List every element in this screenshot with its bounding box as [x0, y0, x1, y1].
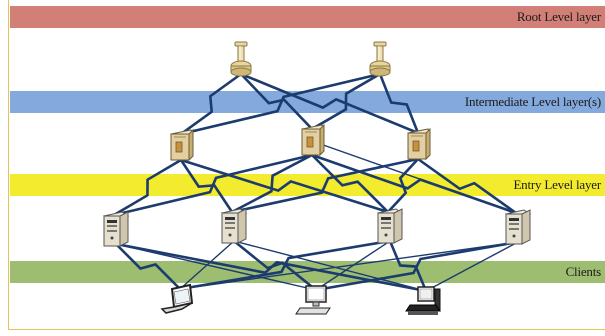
link-root-2-inter-2 — [311, 72, 381, 131]
link-inter-2-entry-1 — [113, 153, 313, 217]
antenna-icon — [230, 41, 252, 77]
link-inter-3-entry-4 — [417, 157, 517, 215]
antenna-icon — [369, 41, 391, 77]
tower-server-icon — [377, 208, 403, 244]
server-icon — [170, 129, 194, 161]
link-inter-2-entry-3 — [311, 154, 389, 213]
link-entry-4-client-1 — [179, 241, 519, 290]
link-root-1-inter-2 — [240, 73, 313, 130]
link-root-2-inter-1 — [180, 72, 381, 136]
link-entry-4-client-2 — [315, 240, 519, 292]
link-entry-2-client-3 — [233, 240, 427, 292]
root-layer-band: Root Level layer — [10, 6, 605, 28]
link-entry-2-client-2 — [233, 239, 317, 292]
diagram-frame — [8, 0, 605, 330]
link-entry-3-client-1 — [179, 239, 391, 291]
desktop-icon — [295, 285, 331, 315]
network-nodes — [103, 41, 531, 316]
link-entry-1-client-1 — [115, 243, 181, 290]
intermediate-layer-label: Intermediate Level layer(s) — [464, 94, 601, 109]
link-root-1-inter-3 — [240, 72, 419, 135]
link-entry-3-client-3 — [388, 240, 428, 292]
clients-layer-label: Clients — [565, 264, 602, 279]
link-entry-4-client-3 — [425, 241, 519, 292]
tower-server-icon — [221, 208, 247, 244]
link-root-2-inter-3 — [378, 73, 420, 134]
link-inter-2-entry-4-direct — [311, 140, 517, 214]
link-inter-1-entry-2 — [179, 159, 234, 213]
server-icon — [301, 124, 325, 156]
tower-server-icon — [103, 211, 129, 247]
entry-layer-band: Entry Level layer — [10, 174, 605, 196]
link-root-1-inter-1 — [180, 72, 242, 136]
link-inter-1-entry-1 — [113, 158, 182, 217]
link-entry-2-client-1 — [179, 240, 235, 290]
network-links — [113, 72, 519, 293]
tower-server-icon — [505, 209, 531, 245]
entry-layer-label: Entry Level layer — [513, 177, 601, 192]
link-inter-2-entry-2 — [231, 153, 313, 214]
workstation-icon — [405, 286, 441, 316]
link-inter-3-entry-3 — [387, 158, 419, 213]
root-layer-label: Root Level layer — [516, 9, 601, 24]
server-icon — [407, 128, 431, 160]
laptop-icon — [161, 284, 193, 314]
link-inter-3-entry-2 — [231, 157, 419, 214]
